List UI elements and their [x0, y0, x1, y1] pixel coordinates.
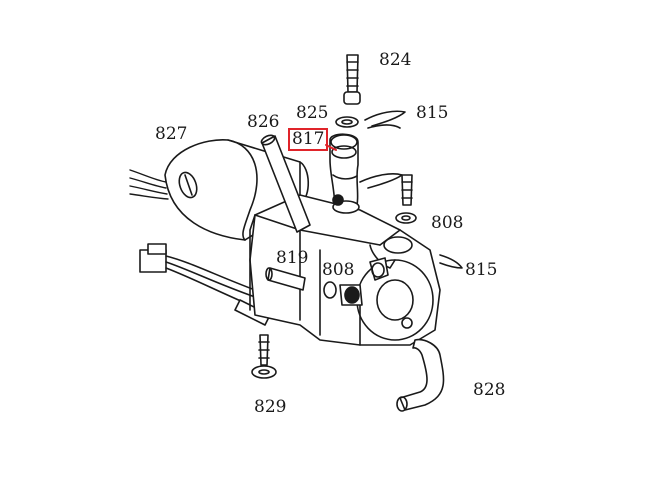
label-808-upper: 808: [431, 213, 464, 233]
hose-828: [396, 338, 445, 412]
label-819: 819: [276, 248, 309, 268]
highlight-leader-817: [325, 144, 337, 151]
connector-plug: [139, 243, 271, 326]
fitting-808-lower: [323, 281, 363, 306]
label-808-lower: 808: [322, 260, 355, 280]
valve-block: [369, 236, 463, 281]
label-825: 825: [296, 103, 329, 123]
motor-wires: [129, 169, 169, 200]
bolt-808-upper: [395, 174, 417, 224]
label-826: 826: [247, 112, 280, 132]
label-829: 829: [254, 397, 287, 417]
label-827: 827: [155, 124, 188, 144]
clip-815-top: [359, 110, 406, 189]
elbow-fitting-817: [329, 133, 360, 214]
label-824: 824: [379, 50, 412, 70]
bolt-824: [343, 54, 361, 105]
label-817-highlighted: 817: [287, 128, 329, 151]
pin-819: [265, 267, 306, 291]
label-815-lower: 815: [465, 260, 498, 280]
label-828: 828: [473, 380, 506, 400]
label-815-top: 815: [416, 103, 449, 123]
tube-826: [260, 134, 311, 233]
screw-829: [251, 334, 277, 379]
washer-825: [335, 116, 359, 128]
